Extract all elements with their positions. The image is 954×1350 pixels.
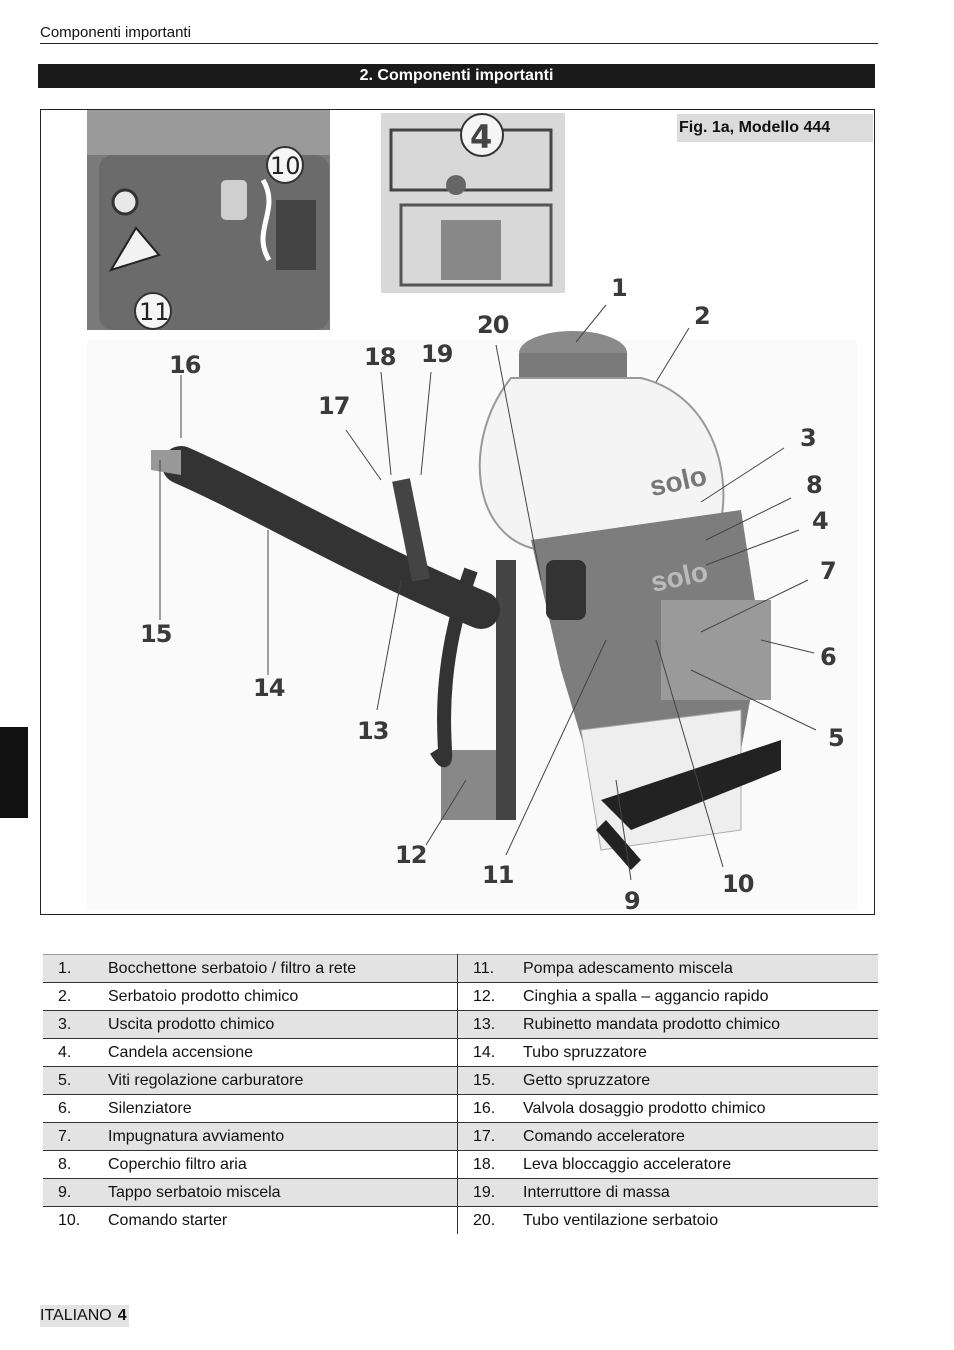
callout-7: 7 [820, 557, 836, 585]
inset-sparkplug-photo: 4 [381, 113, 565, 293]
footer-language: ITALIANO [40, 1307, 112, 1324]
header-rule [40, 43, 878, 44]
part-label: Bocchettone serbatoio / filtro a rete [108, 954, 458, 983]
callout-13: 13 [357, 717, 388, 745]
part-number: 7. [43, 1122, 108, 1151]
figure-1a: 10 11 4 [40, 109, 875, 915]
running-header: Componenti importanti [40, 24, 191, 41]
part-number: 2. [43, 982, 108, 1011]
part-number: 15. [457, 1066, 523, 1095]
part-number: 10. [58, 1211, 81, 1229]
callout-3: 3 [800, 424, 816, 452]
part-label: Cinghia a spalla – aggancio rapido [523, 982, 878, 1011]
part-number: 19. [457, 1178, 523, 1207]
callout-18: 18 [364, 343, 396, 371]
part-number: 6. [43, 1094, 108, 1123]
callout-11: 11 [482, 861, 514, 889]
callout-17: 17 [318, 392, 349, 420]
part-label: Viti regolazione carburatore [108, 1066, 458, 1095]
leader-lines [159, 304, 817, 881]
inset-callout-10: 10 [270, 152, 301, 180]
part-label: Candela accensione [108, 1038, 458, 1067]
part-number: 16. [457, 1094, 523, 1123]
callout-10: 10 [722, 870, 754, 898]
part-number: 11. [457, 954, 523, 983]
part-number: 18. [457, 1150, 523, 1179]
part-label: Impugnatura avviamento [108, 1122, 458, 1151]
part-number: 3. [43, 1010, 108, 1039]
part-label: Comando acceleratore [523, 1122, 878, 1151]
part-label: Interruttore di massa [523, 1178, 878, 1207]
callout-6: 6 [820, 643, 836, 671]
part-number: 8. [43, 1150, 108, 1179]
part-label: Comando starter [108, 1206, 458, 1234]
part-number: 9. [43, 1178, 108, 1207]
sprayer-main-body: solo solo [87, 331, 857, 910]
part-label: Uscita prodotto chimico [108, 1010, 458, 1039]
part-label: Pompa adescamento miscela [523, 954, 878, 983]
inset-callout-4: 4 [470, 118, 492, 156]
part-label: Leva bloccaggio acceleratore [523, 1150, 878, 1179]
callout-12: 12 [395, 841, 426, 869]
part-label: Coperchio filtro aria [108, 1150, 458, 1179]
page-number: 4 [117, 1307, 127, 1324]
figure-caption: Fig. 1a, Modello 444 [677, 114, 873, 142]
callout-9: 9 [624, 887, 640, 914]
part-label: Tubo ventilazione serbatoio [523, 1211, 719, 1229]
callout-16: 16 [169, 351, 201, 379]
part-number: 4. [43, 1038, 108, 1067]
callout-14: 14 [253, 674, 285, 702]
callout-20: 20 [477, 311, 509, 339]
language-side-tab [0, 727, 28, 818]
page-footer: ITALIANO 4 [40, 1305, 129, 1327]
part-number: 20. [473, 1211, 496, 1229]
part-label: Serbatoio prodotto chimico [108, 982, 458, 1011]
part-number: 1. [43, 954, 108, 983]
table-row: 10. Comando starter 20. Tubo ventilazione s… [43, 1206, 878, 1234]
callout-8: 8 [806, 471, 822, 499]
part-number: 5. [43, 1066, 108, 1095]
part-label: Getto spruzzatore [523, 1066, 878, 1095]
section-title: 2. Componenti importanti [38, 64, 875, 88]
callout-4: 4 [812, 507, 828, 535]
sprayer-illustration: 10 11 4 [87, 110, 857, 914]
callout-15: 15 [140, 620, 172, 648]
part-label: Rubinetto mandata prodotto chimico [523, 1010, 878, 1039]
callout-numbers: 1 2 3 4 5 6 7 8 9 10 11 12 13 14 15 16 1… [140, 274, 845, 914]
callout-19: 19 [421, 340, 453, 368]
callout-2: 2 [694, 302, 710, 330]
inset-starter-photo: 10 11 [87, 110, 330, 330]
part-number: 14. [457, 1038, 523, 1067]
part-number: 13. [457, 1010, 523, 1039]
callout-1: 1 [611, 274, 627, 302]
part-label: Tappo serbatoio miscela [108, 1178, 458, 1207]
callout-5: 5 [828, 724, 844, 752]
inset-callout-11: 11 [139, 298, 170, 326]
part-number: 17. [457, 1122, 523, 1151]
part-label: Valvola dosaggio prodotto chimico [523, 1094, 878, 1123]
part-label: Silenziatore [108, 1094, 458, 1123]
part-number: 12. [457, 982, 523, 1011]
part-label: Tubo spruzzatore [523, 1038, 878, 1067]
